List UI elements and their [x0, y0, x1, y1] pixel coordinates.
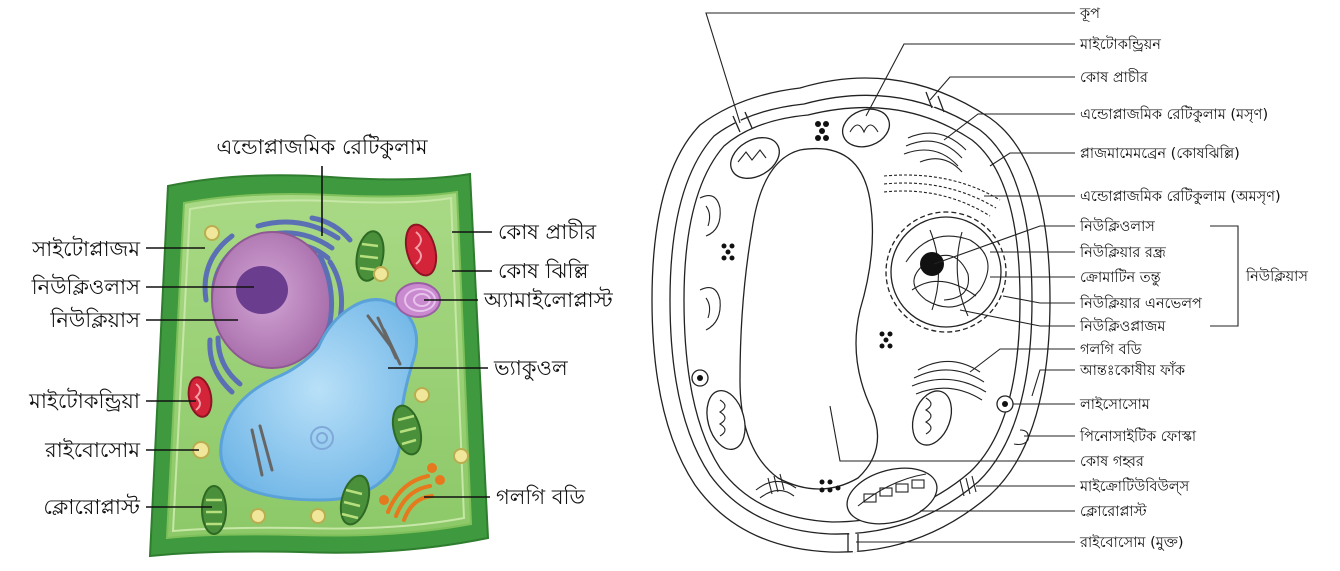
label-cytoplasm: সাইটোপ্লাজম: [31, 236, 140, 261]
label-nucleus-group: নিউক্লিয়াস: [1245, 267, 1309, 285]
label-right-nucleolus: নিউক্লিওলাস: [1079, 217, 1156, 235]
label-nucleolus: নিউক্লিওলাস: [31, 274, 142, 299]
label-chloroplast: ক্লোরোপ্লাস্ট: [43, 494, 141, 519]
label-lysosome: লাইসোসোম: [1079, 395, 1151, 413]
right-pinocytic-vesicle: [1014, 430, 1028, 445]
label-smooth-er: এন্ডোপ্লাজমিক রেটিকুলাম (মসৃণ): [1080, 105, 1268, 124]
right-vacuole: [740, 149, 878, 489]
label-ribosome-free: রাইবোসোম (মুক্ত): [1079, 533, 1184, 551]
label-rough-er: এন্ডোপ্লাজমিক রেটিকুলাম (অমসৃণ): [1080, 187, 1281, 206]
label-right-vacuole: কোষ গহ্বর: [1080, 454, 1145, 470]
label-mitochondria: মাইটোকন্ড্রিয়া: [28, 388, 141, 413]
label-amyloplast: অ্যামাইলোপ্লাস্ট: [483, 287, 614, 312]
right-cell-diagram: কূপ মাইটোকন্ড্রিয়ন কোষ প্রাচীর এন্ডোপ্ল…: [652, 6, 1309, 552]
label-mitochondrion: মাইটোকন্ড্রিয়ন: [1079, 35, 1162, 53]
label-plasma-membrane: প্লাজমামেমব্রেন (কোষঝিল্লি): [1080, 144, 1240, 162]
label-vacuole: ভ্যাকুওল: [493, 356, 568, 380]
label-pit: কূপ: [1079, 6, 1101, 23]
label-microtubules: মাইক্রোটিউবিউল্স: [1079, 477, 1191, 496]
label-er: এন্ডোপ্লাজমিক রেটিকুলাম: [216, 134, 427, 159]
label-right-cell-wall: কোষ প্রাচীর: [1080, 68, 1149, 86]
label-right-chloroplast: ক্লোরোপ্লাস্ট: [1080, 502, 1148, 520]
label-cell-wall: কোষ প্রাচীর: [498, 219, 597, 244]
right-golgi: [912, 361, 986, 400]
label-ribosome: রাইবোসোম: [44, 438, 140, 462]
right-nucleus: [886, 212, 1006, 332]
label-nucleoplasm: নিউক্লিওপ্লাজম: [1079, 317, 1166, 335]
right-rough-er: [884, 175, 1000, 216]
right-nucleus-bracket: [1210, 226, 1238, 326]
label-right-golgi: গলগি বডি: [1080, 340, 1143, 358]
label-nucleus: নিউক্লিয়াস: [49, 307, 141, 332]
label-golgi: গলগি বডি: [496, 485, 586, 509]
right-smooth-er: [904, 133, 966, 172]
right-nucleolus: [920, 252, 944, 276]
label-intercellular-space: আন্তঃকোষীয় ফাঁক: [1079, 361, 1186, 379]
label-nuclear-envelope: নিউক্লিয়ার এনভেলপ: [1079, 294, 1203, 312]
left-cell-diagram: এন্ডোপ্লাজমিক রেটিকুলাম সাইটোপ্লাজম নিউক…: [28, 134, 613, 556]
label-chromatin: ক্রোমাটিন তন্তু: [1080, 268, 1162, 286]
label-pinocytic-vesicle: পিনোসাইটিক ফোস্কা: [1079, 427, 1197, 445]
label-cell-membrane: কোষ ঝিল্লি: [498, 259, 589, 283]
label-nuclear-pore: নিউক্লিয়ার রন্ধ্র: [1079, 243, 1167, 261]
left-nucleolus: [236, 266, 288, 314]
